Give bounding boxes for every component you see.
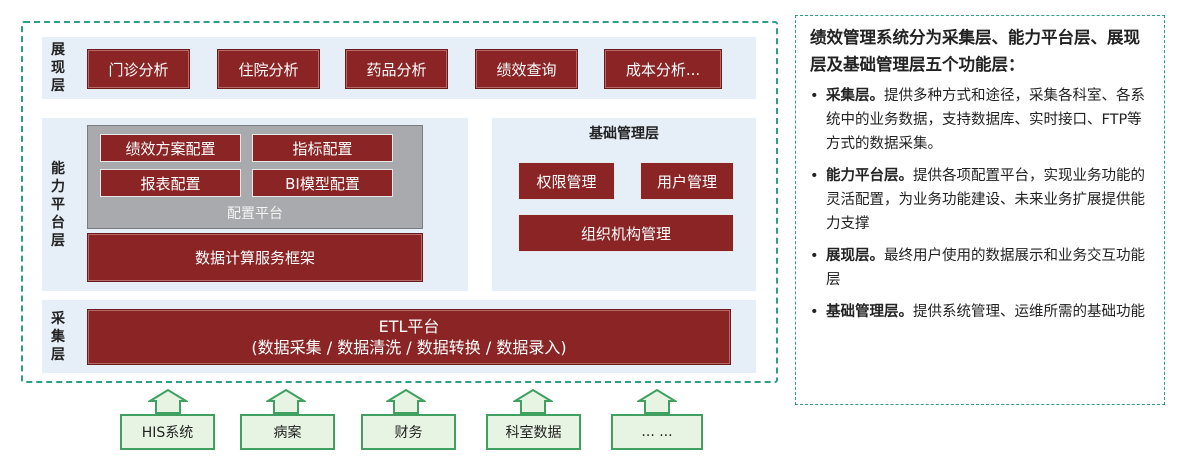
description-panel: 绩效管理系统分为采集层、能力平台层、展现层及基础管理层五个功能层： • 采集层。… [795,15,1165,405]
module-cost-analysis[interactable]: 成本分析... [604,49,722,89]
list-item-text: 提供多种方式和途径，采集各科室、各系统中的业务数据，支持数据库、实时接口、FTP… [826,88,1145,152]
bullet-icon: • [810,168,819,184]
label-char: 现 [51,60,65,76]
source-finance[interactable]: 财务 [361,414,456,450]
label-char: 层 [51,346,65,363]
list-item-text: 最终用户使用的数据展示和业务交互功能层 [826,248,1145,288]
config-indicator[interactable]: 指标配置 [252,134,393,162]
up-arrow-icon [513,388,553,414]
label-char: 力 [51,178,65,195]
label-char: 采 [51,310,65,327]
source-department-data[interactable]: 科室数据 [486,414,581,450]
list-item-text: 提供各项配置平台，实现业务功能的灵活配置，为业务功能建设、未来业务扩展提供能力支… [826,168,1145,232]
architecture-frame [21,21,778,383]
base-management-band [492,118,756,291]
source-medical-records[interactable]: 病案 [240,414,335,450]
up-arrow-icon [637,388,677,414]
etl-subtitle: (数据采集 / 数据清洗 / 数据转换 / 数据录入) [251,338,567,357]
label-char: 层 [51,232,65,249]
bullet-icon: • [810,88,819,104]
source-more[interactable]: ... ... [611,414,703,450]
config-performance-scheme[interactable]: 绩效方案配置 [100,134,241,162]
permission-management[interactable]: 权限管理 [518,162,615,200]
list-item-text: 提供系统管理、运维所需的基础功能 [913,304,1145,320]
label-char: 能 [51,160,65,177]
capability-layer-label: 能 力 平 台 层 [44,118,72,291]
bullet-icon: • [810,248,819,264]
base-management-title: 基础管理层 [589,126,659,142]
list-item: • 采集层。提供多种方式和途径，采集各科室、各系统中的业务数据，支持数据库、实时… [810,84,1154,156]
label-char: 层 [51,78,65,94]
config-platform-label: 配置平台 [227,206,283,222]
label-char: 台 [51,214,65,231]
list-item-term: 能力平台层。 [826,168,913,184]
list-item-term: 展现层。 [826,248,884,264]
org-management[interactable]: 组织机构管理 [518,214,734,252]
label-char: 平 [51,196,65,213]
user-management[interactable]: 用户管理 [640,162,734,200]
list-item-term: 基础管理层。 [826,304,913,320]
label-char: 集 [51,328,65,345]
etl-platform[interactable]: ETL平台 (数据采集 / 数据清洗 / 数据转换 / 数据录入) [87,309,731,365]
module-performance-query[interactable]: 绩效查询 [475,49,578,89]
list-item: • 展现层。最终用户使用的数据展示和业务交互功能层 [810,244,1154,292]
up-arrow-icon [266,388,306,414]
config-bi-model[interactable]: BI模型配置 [252,169,393,197]
bullet-icon: • [810,304,819,320]
description-list: • 采集层。提供多种方式和途径，采集各科室、各系统中的业务数据，支持数据库、实时… [810,84,1154,324]
list-item-term: 采集层。 [826,88,884,104]
list-item: • 能力平台层。提供各项配置平台，实现业务功能的灵活配置，为业务功能建设、未来业… [810,164,1154,236]
config-report[interactable]: 报表配置 [100,169,241,197]
source-his-system[interactable]: HIS系统 [120,414,215,450]
up-arrow-icon [386,388,426,414]
module-outpatient-analysis[interactable]: 门诊分析 [87,49,190,89]
presentation-layer-label: 展 现 层 [44,37,72,99]
module-inpatient-analysis[interactable]: 住院分析 [217,49,320,89]
up-arrow-icon [148,388,188,414]
label-char: 展 [51,42,65,58]
data-compute-framework[interactable]: 数据计算服务框架 [87,233,423,282]
list-item: • 基础管理层。提供系统管理、运维所需的基础功能 [810,300,1154,324]
description-heading: 绩效管理系统分为采集层、能力平台层、展现层及基础管理层五个功能层： [810,28,1140,74]
module-drug-analysis[interactable]: 药品分析 [345,49,448,89]
collection-layer-label: 采 集 层 [44,300,72,373]
etl-title: ETL平台 [378,317,440,336]
